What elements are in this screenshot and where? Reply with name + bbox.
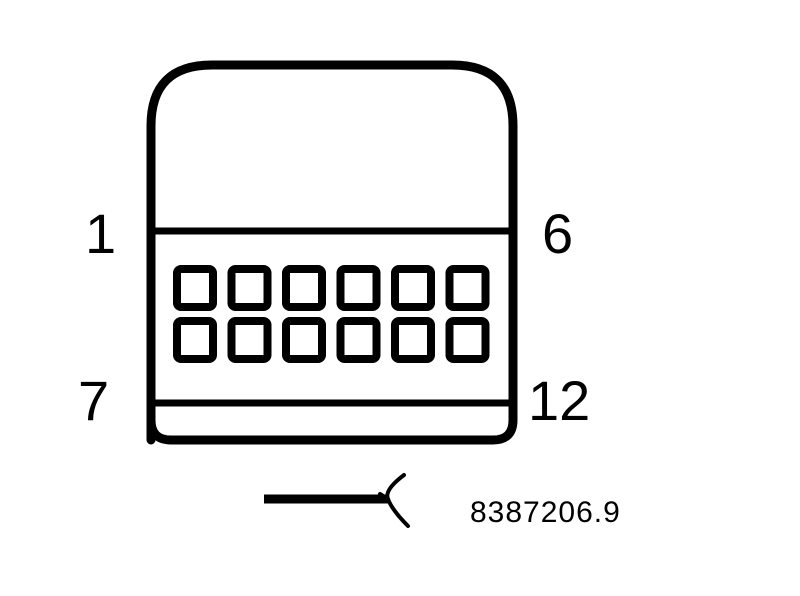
wire-harness-icon — [264, 473, 410, 528]
connector-housing — [146, 60, 518, 445]
pin-cavity-2 — [227, 265, 272, 311]
pin-cavity-6 — [445, 265, 490, 311]
pin-cavity-5 — [391, 265, 435, 311]
pin-cavity-7 — [173, 317, 217, 363]
pin-cavity-8 — [227, 317, 272, 363]
pin-label-6: 6 — [542, 202, 573, 265]
pin-cavity-9 — [282, 317, 326, 363]
pin-label-1: 1 — [85, 202, 116, 265]
pin-cavity-4 — [336, 265, 381, 311]
pin-cavity-1 — [173, 265, 217, 311]
pin-cavity-11 — [391, 317, 435, 363]
pin-cavity-12 — [445, 317, 490, 363]
pin-label-7: 7 — [78, 369, 109, 432]
pin-cavity-grid — [173, 265, 490, 363]
housing-outline — [146, 60, 518, 445]
pin-label-12: 12 — [528, 369, 590, 432]
pin-cavity-10 — [336, 317, 381, 363]
pin-cavity-3 — [282, 265, 326, 311]
part-number: 8387206.9 — [470, 496, 621, 529]
